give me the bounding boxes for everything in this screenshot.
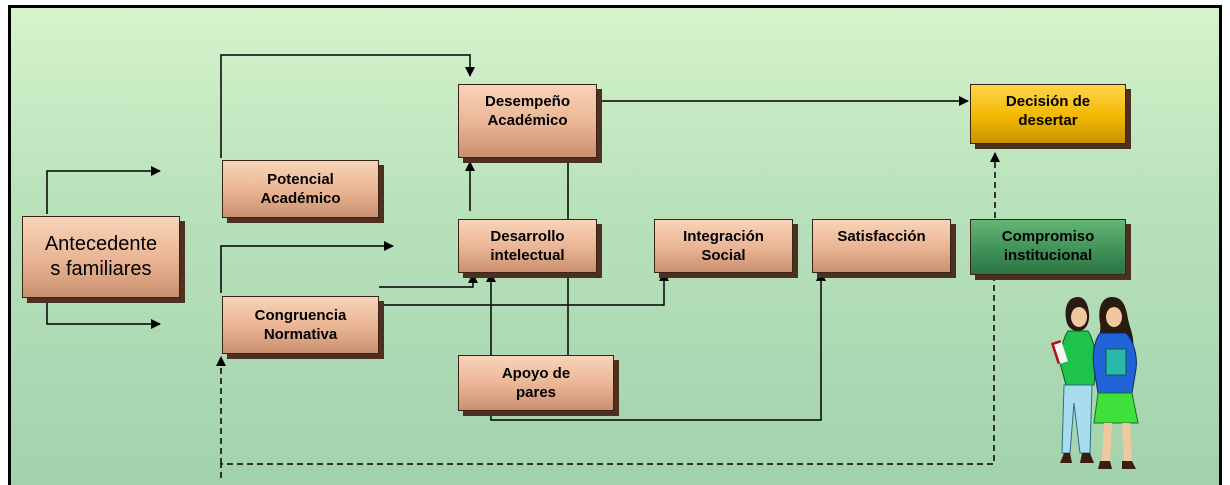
node-decision-de-desertar: Decisión de desertar (970, 84, 1126, 144)
node-potencial-academico: Potencial Académico (222, 160, 379, 218)
arrow-congruencia-desarrollo-upper (220, 241, 394, 293)
arrow-antecedentes-lower (46, 299, 161, 329)
node-satisfaccion: Satisfacción (812, 219, 951, 273)
node-apoyo-de-pares: Apoyo de pares (458, 355, 614, 411)
arrow-antecedentes-upper (46, 166, 161, 214)
arrow-congruencia-desarrollo (379, 273, 478, 288)
node-congruencia-normativa: Congruencia Normativa (222, 296, 379, 354)
node-antecedentes-familiares: Antecedente s familiares (22, 216, 180, 298)
arrow-potencial-desempeno (220, 54, 475, 158)
arrow-apoyo-satisfaccion (490, 271, 826, 421)
arrow-congruencia-integracion (379, 271, 669, 306)
node-desarrollo-intelectual: Desarrollo intelectual (458, 219, 597, 273)
feedback-loop-line (220, 275, 995, 479)
node-compromiso-institucional: Compromiso institucional (970, 219, 1126, 275)
node-desempeno-academico: Desempeño Académico (458, 84, 597, 158)
node-integracion-social: Integración Social (654, 219, 793, 273)
two-students-icon (1050, 297, 1139, 469)
